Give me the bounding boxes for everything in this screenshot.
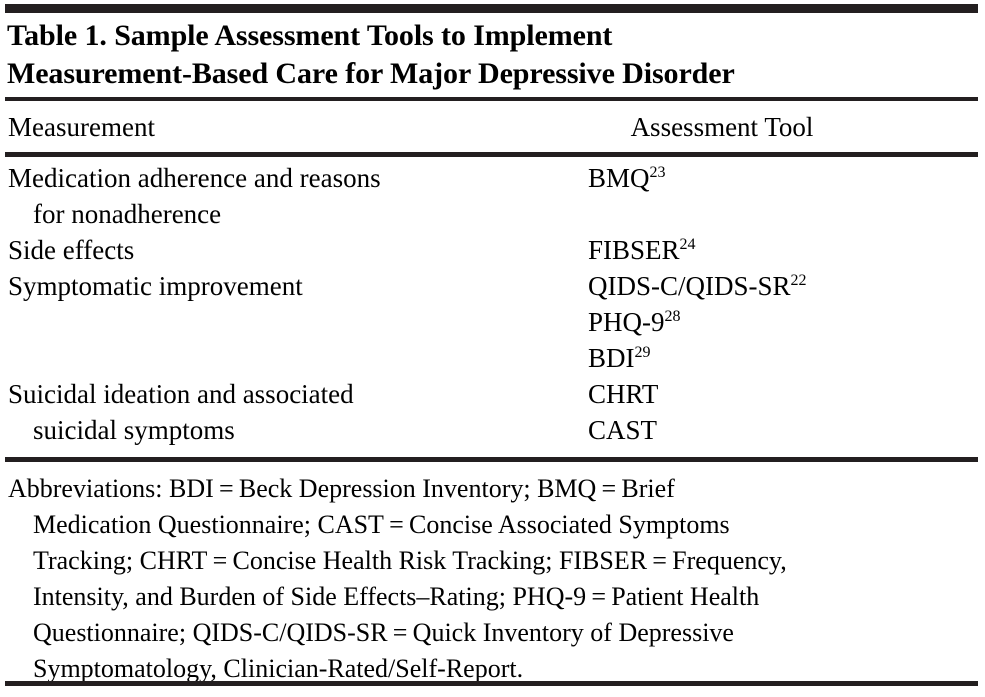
table-title-line-1: Table 1. Sample Assessment Tools to Impl… — [7, 19, 613, 52]
tool-name: CHRT — [588, 379, 659, 409]
tool-name: FIBSER — [588, 235, 680, 265]
assessment-tool-column: BMQ23 FIBSER24 QIDS-C/QIDS-SR22 PHQ-928 … — [588, 160, 978, 448]
column-header-assessment-tool: Assessment Tool — [630, 112, 814, 142]
table-cell-tool — [588, 196, 978, 232]
tool-reference: 29 — [634, 344, 651, 361]
table-row: suicidal symptoms — [33, 415, 235, 445]
tool-name: CAST — [588, 415, 658, 445]
tool-reference: 28 — [664, 308, 681, 325]
footnote-line: Medication Questionnaire; CAST = Concise… — [33, 510, 730, 539]
footnote-top-rule — [5, 457, 978, 462]
footnote-line: Tracking; CHRT = Concise Health Risk Tra… — [33, 546, 787, 575]
table-cell-tool: CHRT — [588, 376, 978, 412]
table-cell-tool: BDI29 — [588, 340, 978, 376]
title-bottom-rule — [5, 97, 978, 101]
tool-reference: 24 — [679, 236, 696, 253]
tool-reference: 22 — [790, 272, 807, 289]
table-cell-tool: CAST — [588, 412, 978, 448]
table-row: Side effects — [8, 235, 135, 265]
column-header-measurement: Measurement — [8, 112, 155, 142]
tool-reference: 23 — [649, 164, 666, 181]
column-headers: Measurement Assessment Tool — [0, 110, 985, 150]
table-title-line-2: Measurement-Based Care for Major Depress… — [7, 57, 735, 90]
tool-name: BDI — [588, 343, 635, 373]
table-row: Medication adherence and reasons — [8, 163, 381, 193]
footnote-line: Questionnaire; QIDS-C/QIDS-SR = Quick In… — [33, 618, 734, 647]
table-cell-tool: FIBSER24 — [588, 232, 978, 268]
table-row: Suicidal ideation and associated — [8, 379, 354, 409]
table-cell-tool: QIDS-C/QIDS-SR22 — [588, 268, 978, 304]
tool-name: QIDS-C/QIDS-SR — [588, 271, 791, 301]
table-row: for nonadherence — [33, 199, 222, 229]
tool-name: PHQ-9 — [588, 307, 665, 337]
footnote-line: Symptomatology, Clinician-Rated/Self-Rep… — [33, 654, 524, 683]
tool-name: BMQ — [588, 163, 650, 193]
measurement-column: Medication adherence and reasons for non… — [8, 160, 583, 448]
table-cell-tool: BMQ23 — [588, 160, 978, 196]
header-bottom-rule — [5, 152, 978, 157]
table-bottom-rule — [5, 681, 978, 686]
table-row: Symptomatic improvement — [8, 271, 303, 301]
footnote-line: Abbreviations: BDI = Beck Depression Inv… — [8, 474, 675, 503]
table-cell-tool: PHQ-928 — [588, 304, 978, 340]
table-top-rule — [5, 4, 978, 13]
table-footnote-abbreviations: Abbreviations: BDI = Beck Depression Inv… — [8, 471, 970, 687]
footnote-line: Intensity, and Burden of Side Effects–Ra… — [33, 582, 760, 611]
table-title: Table 1. Sample Assessment Tools to Impl… — [7, 17, 967, 93]
